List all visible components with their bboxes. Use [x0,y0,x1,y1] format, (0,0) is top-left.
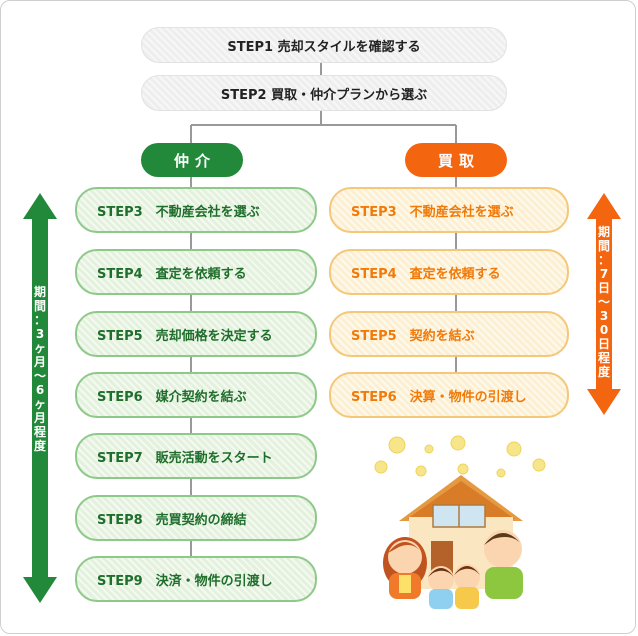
brokerage-step-label: STEP7 販売活動をスタート [97,450,273,466]
brokerage-step-label: STEP6 媒介契約を結ぶ [97,389,247,405]
step2-label: STEP2 買取・仲介プランから選ぶ [220,87,428,103]
purchase-label: 買取 [405,143,507,177]
brokerage-label: 仲介 [141,143,243,177]
purchase-step: STEP3 不動産会社を選ぶ [329,187,569,233]
brokerage-step: STEP8 売買契約の締結 [75,495,317,541]
brokerage-step: STEP7 販売活動をスタート [75,433,317,479]
purchase-step: STEP5 契約を結ぶ [329,311,569,357]
purchase-step: STEP4 査定を依頼する [329,249,569,295]
purchase-step: STEP6 決算・物件の引渡し [329,372,569,418]
purchase-step-label: STEP3 不動産会社を選ぶ [351,204,514,220]
brokerage-step-label: STEP5 売却価格を決定する [97,328,273,344]
purchase-period-text: 期 間 ： 7 日 〜 3 0 日 程 度 [597,225,610,379]
brokerage-step-label: STEP8 売買契約の締結 [97,512,247,528]
purchase-step-label: STEP4 査定を依頼する [351,266,501,282]
purchase-step-label: STEP5 契約を結ぶ [351,328,475,344]
step2-box: STEP2 買取・仲介プランから選ぶ [141,75,507,111]
brokerage-step: STEP3 不動産会社を選ぶ [75,187,317,233]
step1-box: STEP1 売却スタイルを確認する [141,27,507,63]
brokerage-step-label: STEP9 決済・物件の引渡し [97,573,273,589]
brokerage-step: STEP6 媒介契約を結ぶ [75,372,317,418]
purchase-step-label: STEP6 決算・物件の引渡し [351,389,527,405]
step1-label: STEP1 売却スタイルを確認する [227,39,421,55]
brokerage-step-label: STEP4 査定を依頼する [97,266,247,282]
brokerage-period-text: 期 間 ： 3 ヶ 月 〜 6 ヶ 月 程 度 [33,285,46,453]
brokerage-step-label: STEP3 不動産会社を選ぶ [97,204,260,220]
brokerage-step: STEP9 決済・物件の引渡し [75,556,317,602]
brokerage-step: STEP4 査定を依頼する [75,249,317,295]
brokerage-step: STEP5 売却価格を決定する [75,311,317,357]
